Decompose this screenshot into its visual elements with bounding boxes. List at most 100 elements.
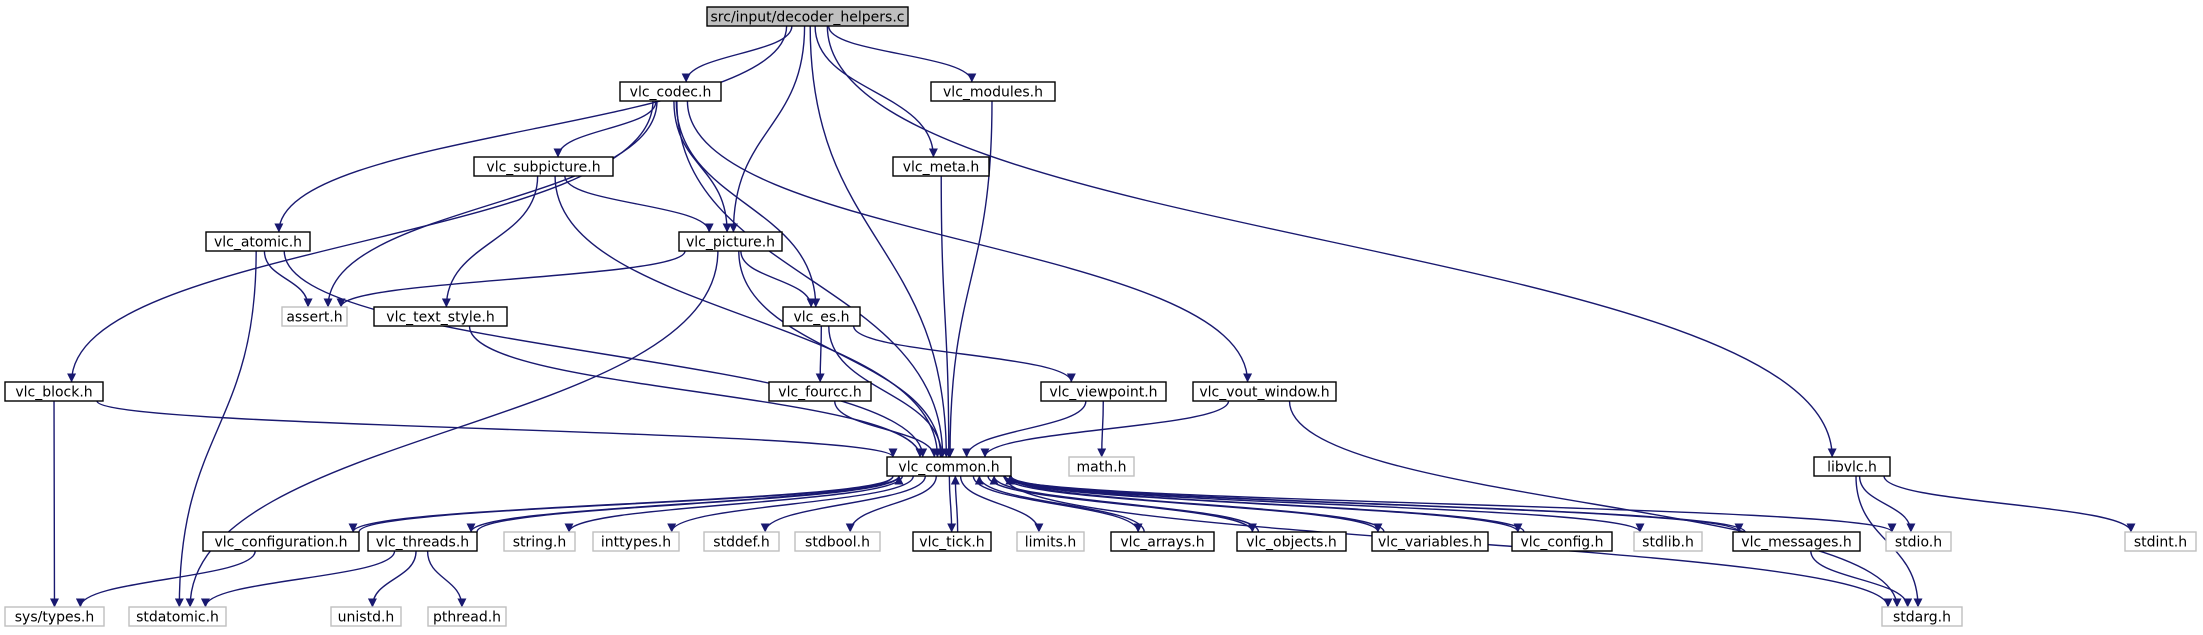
edge-vlc-threads-to-unistd (367, 550, 417, 608)
node-box (202, 531, 360, 552)
node-vlc-variables[interactable]: vlc_variables.h (1371, 531, 1489, 552)
node-math[interactable]: math.h (1068, 456, 1135, 477)
node-box (503, 531, 576, 552)
node-label: limits.h (1025, 535, 1076, 551)
node-label: vlc_codec.h (630, 85, 712, 101)
edge-vlc-threads-to-stdatomic (200, 550, 396, 608)
node-label: string.h (513, 535, 567, 551)
node-box (1885, 531, 1952, 552)
edge-vlc-objects-to-vlc-common (989, 475, 1260, 533)
node-vlc-objects[interactable]: vlc_objects.h (1236, 531, 1347, 552)
node-box (619, 81, 722, 102)
node-label: vlc_tick.h (919, 535, 984, 551)
node-string[interactable]: string.h (503, 531, 576, 552)
node-vlc-messages[interactable]: vlc_messages.h (1732, 531, 1861, 552)
edge-vlc-common-to-vlc-tick (947, 475, 957, 533)
edge-vlc-vout-window-to-vlc-common (980, 400, 1230, 458)
node-box (886, 456, 1012, 477)
node-vlc-viewpoint[interactable]: vlc_viewpoint.h (1040, 381, 1167, 402)
node-box (1813, 456, 1891, 477)
node-box (930, 81, 1056, 102)
node-label: vlc_objects.h (1246, 535, 1337, 551)
edge-vlc-meta-to-vlc-common (940, 175, 954, 458)
node-vlc-config[interactable]: vlc_config.h (1511, 531, 1613, 552)
node-box (1633, 531, 1703, 552)
node-stddef[interactable]: stddef.h (703, 531, 780, 552)
node-box (892, 156, 990, 177)
edge-vlc-common-to-stddef (760, 475, 927, 533)
node-box (427, 606, 507, 627)
node-vlc-es[interactable]: vlc_es.h (782, 306, 861, 327)
node-label: stdint.h (2134, 535, 2187, 551)
node-label: vlc_variables.h (1378, 535, 1482, 551)
node-label: vlc_es.h (793, 310, 849, 326)
node-vlc-tick[interactable]: vlc_tick.h (912, 531, 992, 552)
node-vlc-meta[interactable]: vlc_meta.h (892, 156, 990, 177)
node-box (128, 606, 227, 627)
node-box (1192, 381, 1337, 402)
node-assert[interactable]: assert.h (281, 306, 348, 327)
node-root[interactable]: src/input/decoder_helpers.c (706, 6, 909, 27)
edge-vlc-common-to-stdlib (1004, 475, 1645, 533)
edge-vlc-codec-to-vlc-vout-window (686, 100, 1253, 383)
node-label: stdarg.h (1893, 610, 1951, 626)
edge-vlc-viewpoint-to-vlc-common (962, 400, 1087, 458)
node-vlc-arrays[interactable]: vlc_arrays.h (1110, 531, 1215, 552)
node-label: unistd.h (338, 610, 395, 626)
node-box (1511, 531, 1613, 552)
node-label: vlc_threads.h (376, 535, 469, 551)
node-vlc-modules[interactable]: vlc_modules.h (930, 81, 1056, 102)
node-vlc-subpicture[interactable]: vlc_subpicture.h (473, 156, 614, 177)
edge-vlc-modules-to-vlc-common (945, 100, 993, 458)
edge-root-to-libvlc (826, 25, 1837, 458)
node-sys-types[interactable]: sys/types.h (4, 606, 105, 627)
node-vlc-threads[interactable]: vlc_threads.h (367, 531, 478, 552)
edge-libvlc-to-stdint (1883, 475, 2136, 533)
node-inttypes[interactable]: inttypes.h (592, 531, 680, 552)
edge-vlc-picture-to-vlc-common (738, 250, 946, 458)
node-limits[interactable]: limits.h (1016, 531, 1085, 552)
edge-vlc-threads-to-pthread (426, 550, 467, 608)
node-box (1371, 531, 1489, 552)
node-vlc-atomic[interactable]: vlc_atomic.h (205, 231, 311, 252)
edge-root-to-vlc-common (809, 25, 951, 458)
node-label: libvlc.h (1827, 460, 1877, 476)
node-pthread[interactable]: pthread.h (427, 606, 507, 627)
node-unistd[interactable]: unistd.h (330, 606, 402, 627)
node-vlc-common[interactable]: vlc_common.h (886, 456, 1012, 477)
node-label: inttypes.h (601, 535, 671, 551)
node-stdio[interactable]: stdio.h (1885, 531, 1952, 552)
node-vlc-codec[interactable]: vlc_codec.h (619, 81, 722, 102)
node-vlc-configuration[interactable]: vlc_configuration.h (202, 531, 360, 552)
node-label: vlc_picture.h (686, 235, 775, 251)
edge-vlc-tick-to-vlc-common (950, 475, 960, 533)
node-stdint[interactable]: stdint.h (2124, 531, 2197, 552)
node-stdarg[interactable]: stdarg.h (1881, 606, 1963, 627)
edge-vlc-common-to-inttypes (667, 475, 915, 533)
edge-vlc-configuration-to-vlc-common (358, 475, 904, 533)
node-vlc-fourcc[interactable]: vlc_fourcc.h (768, 381, 872, 402)
edges-layer (49, 25, 2136, 608)
node-stdlib[interactable]: stdlib.h (1633, 531, 1703, 552)
edge-libvlc-to-stdio (1858, 475, 1916, 533)
node-vlc-picture[interactable]: vlc_picture.h (678, 231, 783, 252)
node-label: vlc_subpicture.h (486, 160, 600, 176)
node-libvlc[interactable]: libvlc.h (1813, 456, 1891, 477)
node-box (373, 306, 508, 327)
node-vlc-text-style[interactable]: vlc_text_style.h (373, 306, 508, 327)
node-label: vlc_modules.h (943, 85, 1043, 101)
node-box (1881, 606, 1963, 627)
node-vlc-block[interactable]: vlc_block.h (4, 381, 104, 402)
node-box (1016, 531, 1085, 552)
node-box (1040, 381, 1167, 402)
edge-vlc-common-to-vlc-arrays (972, 475, 1143, 533)
node-vlc-vout-window[interactable]: vlc_vout_window.h (1192, 381, 1337, 402)
node-label: stddef.h (713, 535, 769, 551)
node-stdbool[interactable]: stdbool.h (794, 531, 881, 552)
edge-vlc-messages-to-stdarg (1810, 550, 1913, 608)
node-label: vlc_arrays.h (1120, 535, 1204, 551)
node-box (205, 231, 311, 252)
node-label: stdbool.h (805, 535, 870, 551)
node-stdatomic[interactable]: stdatomic.h (128, 606, 227, 627)
